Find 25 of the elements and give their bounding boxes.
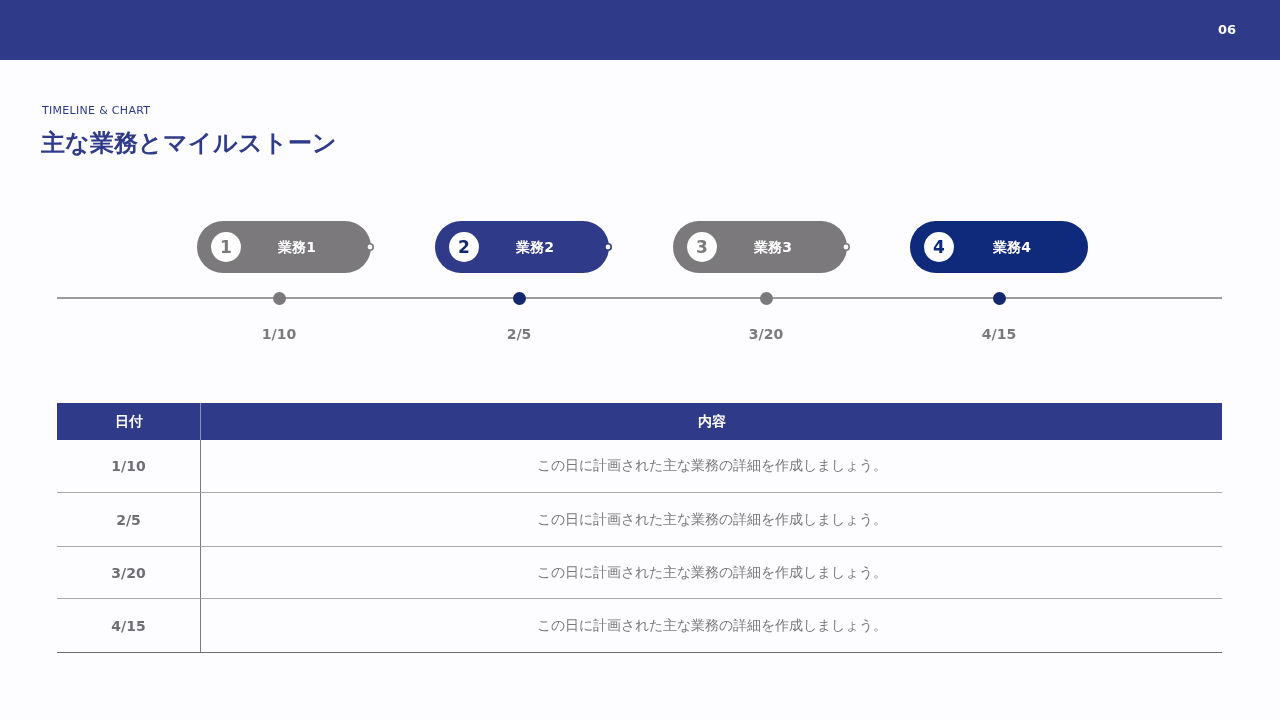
table-cell: 3/20 (57, 547, 201, 599)
date-label: 1/10 (260, 325, 298, 343)
number-badge: 1 (211, 232, 241, 262)
task-label: 業務1 (277, 238, 317, 257)
date-label: 4/15 (980, 325, 1018, 343)
header-cell: 日付 (57, 403, 201, 440)
table-cell: 4/15 (57, 599, 201, 653)
number-badge: 4 (924, 232, 954, 262)
number-badge: 3 (687, 232, 717, 262)
milestone-pill (910, 221, 1088, 273)
number-badge: 2 (449, 232, 479, 262)
milestone-pill (435, 221, 609, 273)
task-label: 業務4 (992, 238, 1032, 257)
date-label: 3/20 (747, 325, 785, 343)
page-number: 06 (1217, 22, 1236, 38)
task-label: 業務3 (753, 238, 793, 257)
milestone-pill (197, 221, 371, 273)
table-cell: 2/5 (57, 493, 201, 547)
milestone-pill (673, 221, 847, 273)
table-cell: 1/10 (57, 440, 201, 493)
title: 主な業務とマイルストーン (41, 128, 337, 158)
section-label: TIMELINE & CHART (42, 104, 151, 118)
header-cell: 内容 (201, 403, 1222, 440)
task-label: 業務2 (515, 238, 555, 257)
date-label: 2/5 (505, 325, 533, 343)
